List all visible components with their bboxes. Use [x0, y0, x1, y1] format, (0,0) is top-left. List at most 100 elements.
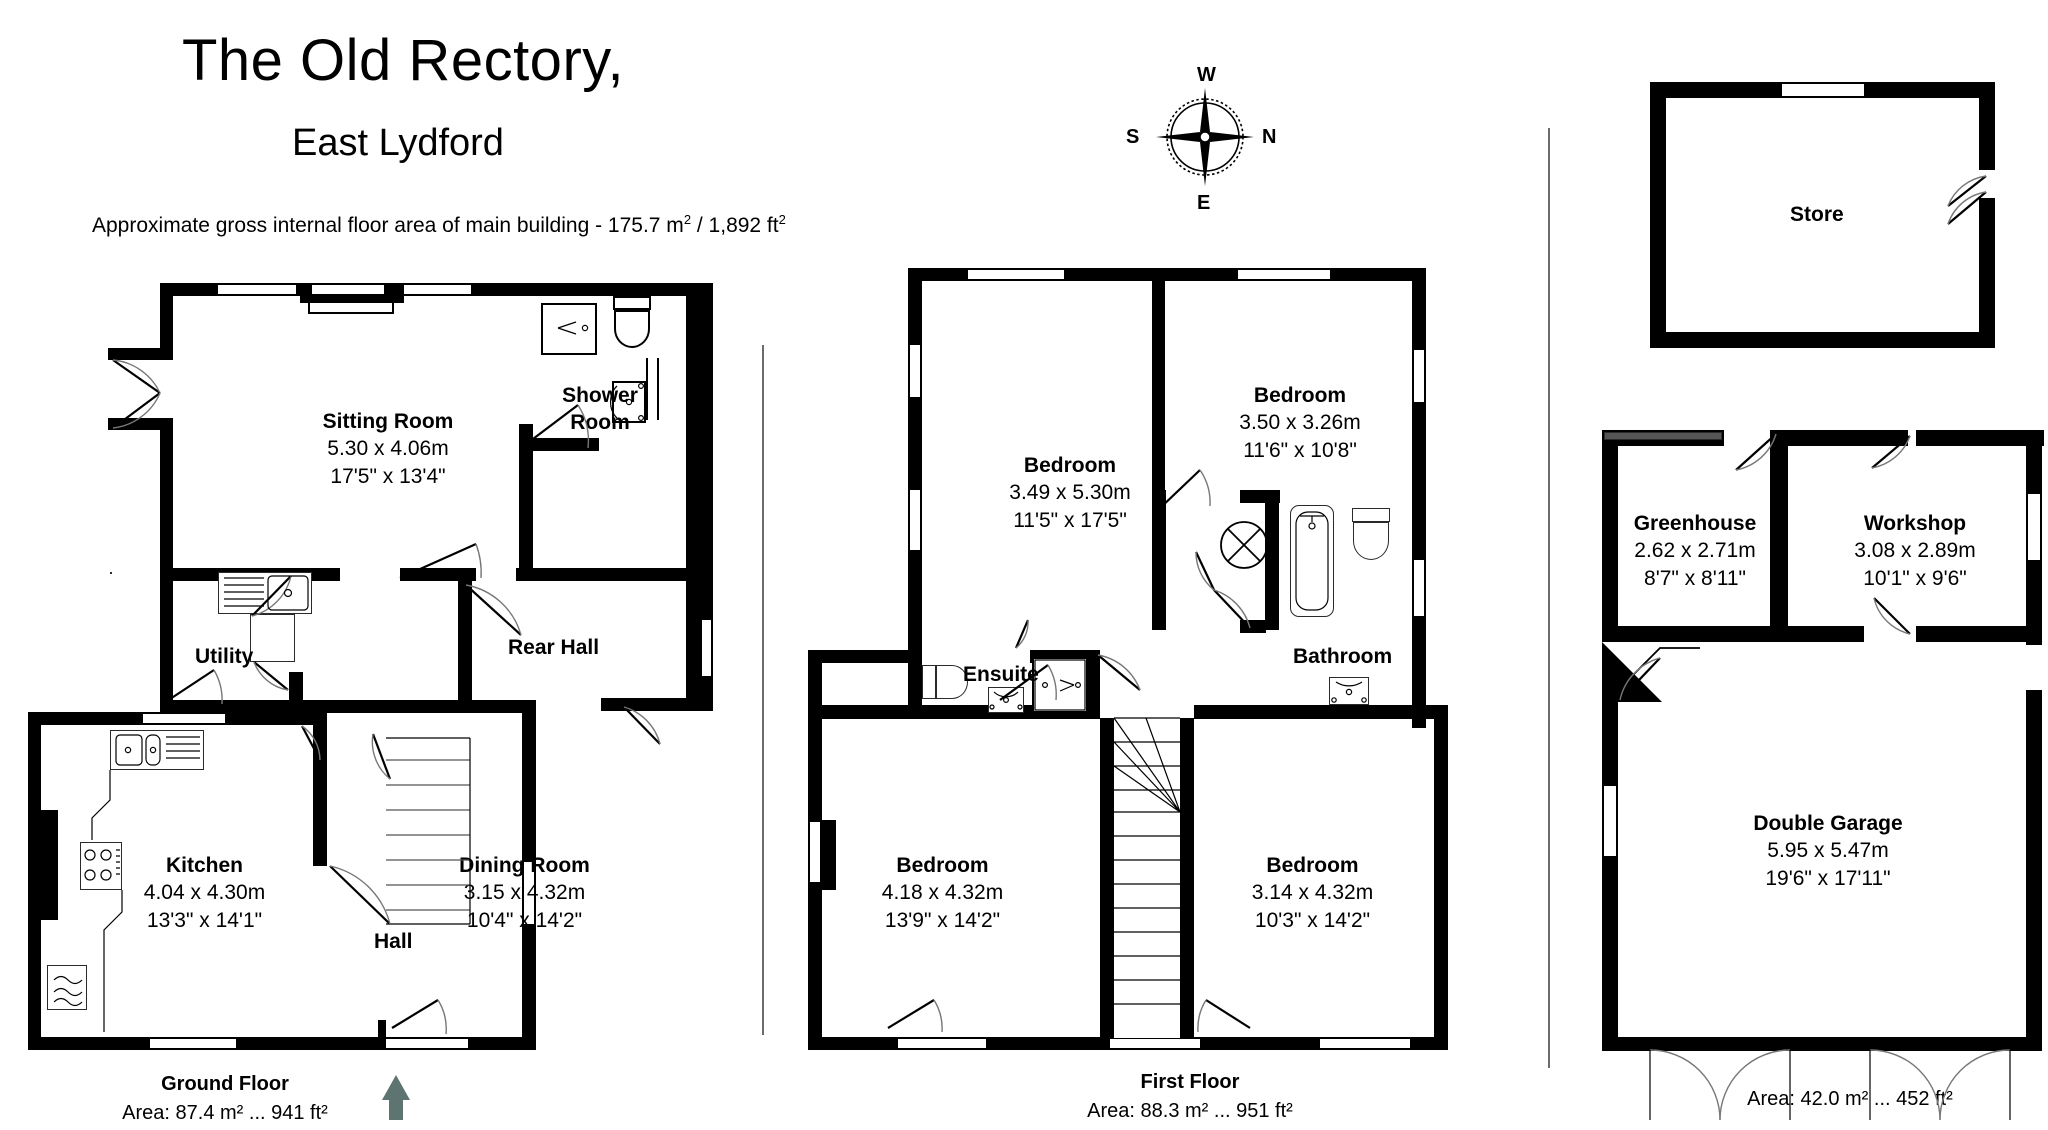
floor-caption-area: Area: 42.0 m² ... 452 ft² — [1747, 1088, 1953, 1110]
gf-boiler-unit — [47, 965, 87, 1010]
room-name: Bedroom — [1266, 854, 1359, 877]
compass-label-west: W — [1197, 64, 1216, 86]
ff-wall-ensuite-n — [808, 650, 908, 663]
gf-window-sitting-3 — [312, 283, 384, 296]
room-label-ensuite: Ensuite — [963, 663, 1039, 686]
total-area-note: Approximate gross internal floor area of… — [92, 212, 786, 238]
gf-wall-sitting-s2 — [400, 568, 476, 581]
gf-door-utility-inner — [253, 661, 289, 691]
room-name: Double Garage — [1753, 812, 1903, 835]
floor-caption-area: Area: 88.3 m² ... 951 ft² — [1087, 1100, 1293, 1122]
ff-wall-bath-sw — [1240, 620, 1266, 633]
gf-wall-hall-w — [313, 712, 327, 838]
ff-door-bathroom — [1195, 551, 1251, 629]
ff-window-bed2-n — [1238, 268, 1330, 281]
gf-wc-cistern — [613, 296, 651, 310]
room-metric: 5.95 x 5.47m — [1767, 839, 1889, 863]
compass-icon — [1156, 88, 1254, 186]
ff-wall-mid — [1152, 500, 1166, 630]
room-label-greenhouse: Greenhouse 2.62 x 2.71m 8'7" x 8'11" — [1600, 510, 1790, 592]
floor-caption-name: Ground Floor — [161, 1073, 289, 1095]
gf-wall-rearhall-s — [601, 698, 713, 711]
ff-ensuite-shower — [1032, 657, 1088, 713]
ob-garage-wall-e — [2026, 690, 2042, 1050]
ob-workshop-door-s — [1873, 597, 1911, 635]
room-name: Dining Room — [459, 854, 590, 877]
ob-garage-window-w — [1602, 786, 1618, 856]
room-label-rear-hall: Rear Hall — [508, 636, 600, 659]
ob-gh-wall-s — [1602, 626, 1788, 642]
ff-wall-ensuite-e — [1086, 650, 1100, 718]
gf-door-rearhall-exit — [623, 706, 661, 745]
ob-store-wall-s — [1650, 332, 1995, 348]
room-label-dining-room: Dining Room 3.15 x 4.32m 10'4" x 14'2" — [412, 852, 637, 934]
room-name: Kitchen — [165, 854, 243, 877]
room-imperial: 10'3" x 14'2" — [1254, 908, 1371, 932]
gf-door-hall-entrance — [391, 999, 447, 1035]
room-name: Bedroom — [1023, 454, 1117, 477]
ff-wall-bath-n — [1240, 490, 1280, 503]
divider-right — [1548, 128, 1550, 1068]
ff-wall-ensuite-s — [808, 705, 1100, 719]
ff-door-bed1-landing — [1097, 654, 1141, 691]
gf-wall-shower-jamb — [519, 424, 533, 452]
ff-ensuite-wc-pan — [936, 665, 968, 699]
room-metric: 3.14 x 4.32m — [1251, 881, 1374, 905]
ff-bath-basin — [1329, 677, 1369, 705]
gf-wall-utility-w — [160, 568, 173, 698]
ff-wall-east-outer — [1412, 268, 1426, 728]
ff-window-bed2-e — [1412, 350, 1426, 402]
gf-wall-hall-w2 — [313, 838, 327, 866]
room-imperial: 19'6" x 17'11" — [1765, 866, 1891, 890]
room-label-bedroom-4: Bedroom 3.14 x 4.32m 10'3" x 14'2" — [1200, 852, 1425, 934]
room-name-line1: Shower — [562, 384, 638, 407]
ob-gh-wall-w — [1602, 430, 1618, 642]
ff-window-bed4-s — [1110, 1037, 1200, 1050]
gf-wall-nw — [160, 283, 173, 348]
sup-ft2: 2 — [778, 212, 786, 227]
room-label-bedroom-3: Bedroom 4.18 x 4.32m 13'9" x 14'2" — [830, 852, 1055, 934]
gf-window-rearhall-e — [700, 620, 713, 676]
first-floor-caption: First Floor Area: 88.3 m² ... 951 ft² — [1010, 1068, 1370, 1126]
gf-wall-bay-s — [108, 418, 173, 430]
room-imperial: 11'5" x 17'5" — [1013, 508, 1127, 532]
ff-window-bed1-n — [968, 268, 1064, 281]
ob-gh-wall-e — [1770, 430, 1788, 642]
ff-wall-landing-e — [1180, 718, 1194, 1038]
room-metric: 3.50 x 3.26m — [1239, 411, 1361, 435]
room-imperial: 17'5" x 13'4" — [330, 464, 446, 488]
divider-left — [762, 345, 764, 1035]
page-subtitle: East Lydford — [292, 122, 504, 164]
room-metric: 3.15 x 4.32m — [463, 881, 586, 905]
compass-label-south: S — [1126, 126, 1140, 148]
ff-bath-wc-cistern — [1352, 508, 1390, 522]
room-name: Sitting Room — [322, 410, 454, 433]
ff-bath-tub — [1290, 505, 1334, 617]
gf-wc-pan — [614, 310, 650, 348]
room-imperial: 11'6" x 10'8" — [1243, 438, 1357, 462]
gf-wall-bay-n — [108, 348, 173, 360]
gf-wall-kitchen-n1 — [28, 712, 143, 725]
room-imperial: 8'7" x 8'11" — [1644, 566, 1746, 590]
room-label-bedroom-1: Bedroom 3.49 x 5.30m 11'5" x 17'5" — [960, 452, 1180, 534]
compass-label-east: E — [1197, 192, 1211, 214]
floor-caption-area: Area: 87.4 m² ... 941 ft² — [122, 1102, 328, 1124]
room-metric: 4.04 x 4.30m — [143, 881, 266, 905]
gf-wall-kitchen-chimney — [28, 810, 58, 920]
gf-window-kitchen-n — [143, 712, 225, 725]
room-metric: 5.30 x 4.06m — [327, 437, 449, 461]
page-title: The Old Rectory, — [182, 28, 625, 93]
ob-store-wall-w — [1650, 82, 1666, 348]
gf-window-sitting-2 — [385, 283, 471, 296]
gf-wall-shower-top — [686, 283, 713, 296]
ob-garage-wall-w — [1602, 690, 1618, 1050]
ff-window-bed1-w2 — [908, 490, 922, 550]
room-label-utility: Utility — [195, 645, 254, 668]
gf-wall-dining-n2 — [458, 700, 536, 713]
sup-m2: 2 — [683, 212, 692, 227]
room-name: Greenhouse — [1633, 512, 1757, 535]
compass-rose: W E S N — [1126, 64, 1276, 214]
ff-wall-bed1-e — [1152, 268, 1165, 508]
room-imperial: 13'9" x 14'2" — [884, 908, 1001, 932]
gf-wall-shower-west — [519, 438, 533, 570]
